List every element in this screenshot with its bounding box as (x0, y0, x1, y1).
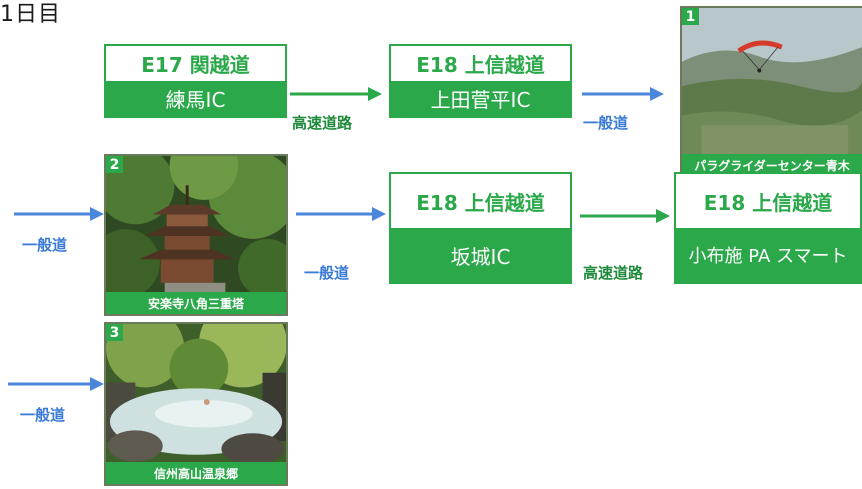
onsen-scene-image (106, 324, 286, 484)
node-ueda-sugadaira-ic: E18 上信越道 上田菅平IC (389, 44, 572, 118)
node-road-label: E18 上信越道 (703, 190, 833, 215)
node-obuse-pa-smart: E18 上信越道 小布施 PA スマート (674, 172, 862, 284)
spot-photo-paraglider: 1 パラグライダーセンター青木 (680, 6, 862, 178)
pagoda-scene-image (106, 156, 286, 314)
paraglider-scene-image (682, 8, 862, 176)
edge-label-expressway: 高速道路 (292, 114, 353, 132)
edge-label-general-road: 一般道 (20, 406, 66, 424)
node-ic-label: 練馬IC (106, 81, 285, 116)
spot-photo-pagoda: 2 安楽寺八角三重塔 (104, 154, 288, 316)
spot-number-badge: 2 (106, 156, 123, 173)
day-title: 1日目 (0, 2, 61, 27)
node-ic-label: 上田菅平IC (391, 81, 570, 116)
node-ic-label: 坂城IC (391, 228, 570, 282)
node-road-label: E18 上信越道 (416, 53, 545, 77)
edge-label-general-road: 一般道 (304, 264, 350, 282)
edge-label-general-road: 一般道 (22, 236, 68, 254)
general-road-arrow (296, 207, 386, 221)
spot-caption: 安楽寺八角三重塔 (106, 292, 286, 314)
node-road-label: E18 上信越道 (416, 190, 545, 215)
spot-number-badge: 1 (682, 8, 699, 25)
general-road-arrow (582, 87, 664, 101)
expressway-arrow (580, 209, 670, 223)
edge-label-general-road: 一般道 (583, 114, 629, 132)
spot-number-badge: 3 (106, 324, 123, 341)
node-nerima-ic: E17 関越道 練馬IC (104, 44, 287, 118)
spot-caption: 信州高山温泉郷 (106, 462, 286, 484)
node-sakaki-ic: E18 上信越道 坂城IC (389, 172, 572, 284)
general-road-arrow (8, 377, 104, 391)
general-road-arrow (14, 207, 104, 221)
spot-photo-onsen: 3 信州高山温泉郷 (104, 322, 288, 486)
node-ic-label: 小布施 PA スマート (676, 228, 860, 282)
expressway-arrow (290, 87, 382, 101)
edge-label-expressway: 高速道路 (583, 264, 644, 282)
node-road-label: E17 関越道 (141, 53, 250, 77)
spot-caption: パラグライダーセンター青木 (682, 154, 862, 176)
